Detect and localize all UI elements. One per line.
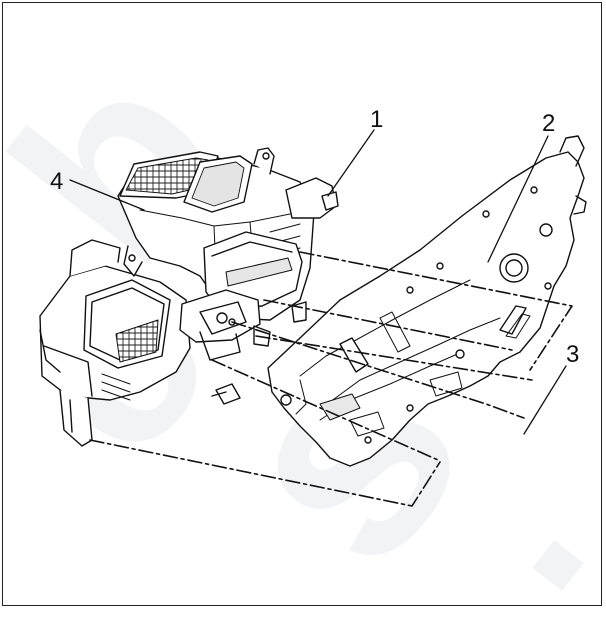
callout-1: 1 — [370, 106, 384, 133]
hvac-exploded-diagram — [39, 129, 587, 507]
callout-3: 3 — [566, 341, 580, 368]
leader-lines — [69, 129, 567, 435]
blower-housing — [39, 239, 191, 447]
bolt — [211, 383, 241, 405]
control-module — [179, 231, 307, 361]
callout-4: 4 — [50, 168, 64, 195]
alignment-lines — [89, 251, 573, 507]
callout-2: 2 — [542, 110, 556, 137]
bulkhead-panel — [267, 135, 587, 467]
